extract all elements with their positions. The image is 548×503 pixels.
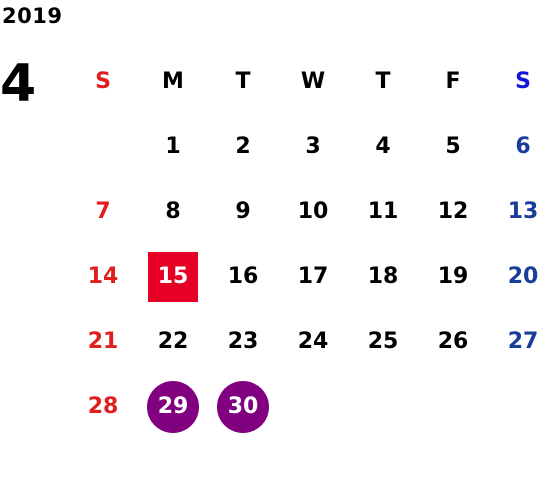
day-number: 11 (367, 199, 399, 224)
day-number: 23 (227, 329, 259, 354)
day-number: 24 (297, 329, 329, 354)
day-cell-24[interactable]: 24 (278, 309, 348, 374)
day-cell-17[interactable]: 17 (278, 244, 348, 309)
weekday-header-thursday: T (375, 68, 391, 94)
empty-day-cell (278, 374, 348, 439)
day-cell-13[interactable]: 13 (488, 179, 548, 244)
day-number: 10 (297, 199, 329, 224)
day-number: 19 (437, 264, 469, 289)
day-number: 3 (305, 134, 321, 159)
day-cell-9[interactable]: 9 (208, 179, 278, 244)
day-cell-7[interactable]: 7 (68, 179, 138, 244)
day-number: 28 (87, 394, 119, 419)
day-number: 20 (507, 264, 539, 289)
day-number: 21 (87, 329, 119, 354)
day-cell-26[interactable]: 26 (418, 309, 488, 374)
day-number: 1 (165, 134, 181, 159)
empty-day-cell (488, 374, 548, 439)
weekday-header-wednesday: W (300, 68, 326, 94)
day-number: 27 (507, 329, 539, 354)
day-cell-2[interactable]: 2 (208, 114, 278, 179)
day-number: 16 (227, 264, 259, 289)
day-number: 29 (147, 380, 199, 433)
month-number: 4 (0, 54, 37, 114)
weekday-header-friday: F (445, 68, 461, 94)
day-number: 18 (367, 264, 399, 289)
empty-day-cell (348, 374, 418, 439)
day-number: 30 (217, 380, 269, 433)
day-number: 15 (148, 251, 198, 302)
day-number: 22 (157, 329, 189, 354)
day-cell-21[interactable]: 21 (68, 309, 138, 374)
day-number: 26 (437, 329, 469, 354)
day-cell-23[interactable]: 23 (208, 309, 278, 374)
weekday-header-tuesday: T (235, 68, 251, 94)
empty-day-cell (68, 114, 138, 179)
weekday-header-saturday: S (515, 68, 531, 94)
day-cell-8[interactable]: 8 (138, 179, 208, 244)
day-number: 25 (367, 329, 399, 354)
day-number: 5 (445, 134, 461, 159)
day-number: 8 (165, 199, 181, 224)
day-number: 12 (437, 199, 469, 224)
day-cell-3[interactable]: 3 (278, 114, 348, 179)
day-number: 7 (95, 199, 111, 224)
day-cell-6[interactable]: 6 (488, 114, 548, 179)
day-cell-11[interactable]: 11 (348, 179, 418, 244)
day-number: 14 (87, 264, 119, 289)
day-number: 9 (235, 199, 251, 224)
day-number: 13 (507, 199, 539, 224)
day-cell-25[interactable]: 25 (348, 309, 418, 374)
day-cell-22[interactable]: 22 (138, 309, 208, 374)
day-cell-5[interactable]: 5 (418, 114, 488, 179)
day-cell-20[interactable]: 20 (488, 244, 548, 309)
weekday-header-monday: M (162, 68, 184, 94)
day-cell-30[interactable]: 30 (208, 374, 278, 439)
day-cell-12[interactable]: 12 (418, 179, 488, 244)
empty-day-cell (418, 374, 488, 439)
day-cell-1[interactable]: 1 (138, 114, 208, 179)
day-number: 17 (297, 264, 329, 289)
day-cell-19[interactable]: 19 (418, 244, 488, 309)
day-cell-10[interactable]: 10 (278, 179, 348, 244)
day-cell-27[interactable]: 27 (488, 309, 548, 374)
day-number: 6 (515, 134, 531, 159)
day-cell-4[interactable]: 4 (348, 114, 418, 179)
day-number: 2 (235, 134, 251, 159)
day-cell-29[interactable]: 29 (138, 374, 208, 439)
day-cell-16[interactable]: 16 (208, 244, 278, 309)
day-number: 4 (375, 134, 391, 159)
day-cell-15[interactable]: 15 (138, 244, 208, 309)
weekday-header-sunday: S (95, 68, 111, 94)
day-cell-18[interactable]: 18 (348, 244, 418, 309)
year-label: 2019 (2, 4, 63, 28)
day-cell-14[interactable]: 14 (68, 244, 138, 309)
day-cell-28[interactable]: 28 (68, 374, 138, 439)
